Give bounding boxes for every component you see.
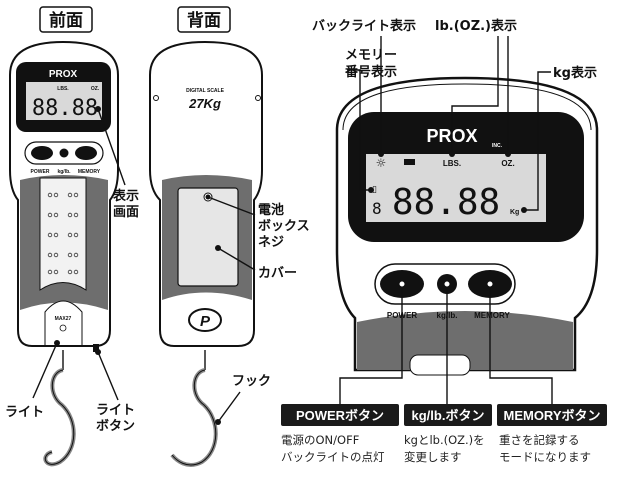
svg-text:バックライトの点灯: バックライトの点灯: [281, 450, 385, 464]
detail-device: PROX INC. ☼ LBS. OZ. ▯ 8 88.88 Kg POWER …: [335, 76, 599, 376]
svg-text:DIGITAL SCALE: DIGITAL SCALE: [186, 88, 225, 94]
svg-text:POWERボタン: POWERボタン: [296, 408, 384, 423]
power-button-info: POWERボタン 電源のON/OFF バックライトの点灯: [281, 404, 399, 464]
memory-button-info: MEMORYボタン 重さを記録する モードになります: [497, 404, 607, 464]
svg-text:メモリー: メモリー: [345, 48, 397, 63]
left-callouts: 表示 画面 電池 ボックス ネジ カバー フック ライト ライト ボタン: [5, 106, 310, 434]
svg-text:モードになります: モードになります: [499, 450, 591, 464]
detail-lcd: [366, 154, 546, 222]
svg-text:前面: 前面: [49, 10, 83, 31]
svg-text:kg/lb.ボタン: kg/lb.ボタン: [412, 408, 485, 423]
detail-callouts: バックライト表示 lb.(OZ.)表示 メモリー 番号表示 kg表示: [312, 18, 597, 213]
svg-text:MAX27: MAX27: [55, 316, 72, 322]
svg-text:OZ.: OZ.: [91, 86, 100, 92]
front-memory-button[interactable]: [75, 146, 97, 160]
svg-text:ライト: ライト: [5, 405, 44, 420]
svg-text:Kg: Kg: [510, 209, 519, 216]
svg-text:バックライト表示: バックライト表示: [312, 18, 416, 34]
battery-cover[interactable]: [177, 187, 239, 287]
back-view-header: 背面: [177, 6, 231, 33]
svg-text:電池: 電池: [258, 202, 284, 218]
svg-text:88.88: 88.88: [392, 182, 500, 223]
front-kglb-button[interactable]: [59, 148, 69, 158]
svg-text:MEMORY: MEMORY: [78, 169, 101, 175]
svg-text:ボックス: ボックス: [258, 218, 310, 234]
svg-text:INC.: INC.: [492, 143, 503, 149]
svg-text:kgとlb.(OZ.)を: kgとlb.(OZ.)を: [404, 433, 485, 447]
back-device: DIGITAL SCALE 27Kg P: [149, 40, 263, 467]
svg-text:番号表示: 番号表示: [344, 64, 397, 80]
backlight-indicator-icon: ☼: [376, 156, 387, 170]
svg-text:OZ.: OZ.: [501, 159, 514, 168]
svg-text:カバー: カバー: [258, 266, 297, 281]
svg-text:ライト: ライト: [96, 403, 135, 418]
kglb-button-info: kg/lb.ボタン kgとlb.(OZ.)を 変更します: [404, 404, 492, 464]
svg-text:kg表示: kg表示: [553, 65, 597, 81]
front-hook: [43, 368, 76, 467]
svg-text:PROX: PROX: [49, 69, 78, 80]
front-power-button[interactable]: [31, 146, 53, 160]
svg-text:kg/lb.: kg/lb.: [57, 169, 71, 175]
svg-text:P: P: [200, 313, 211, 330]
battery-icon: [404, 159, 415, 165]
svg-text:変更します: 変更します: [404, 450, 462, 464]
svg-text:ボタン: ボタン: [96, 418, 135, 434]
svg-text:表示: 表示: [112, 188, 139, 204]
button-leader-lines: [339, 280, 553, 405]
p-logo: [188, 308, 222, 332]
front-grip-dots: [47, 192, 79, 275]
svg-text:重さを記録する: 重さを記録する: [499, 433, 580, 447]
svg-text:MEMORYボタン: MEMORYボタン: [503, 408, 600, 423]
svg-text:lb.(OZ.)表示: lb.(OZ.)表示: [435, 18, 517, 34]
svg-text:ネジ: ネジ: [258, 235, 284, 250]
memory-number: 8: [372, 199, 382, 218]
front-view-header: 前面: [39, 6, 93, 33]
light-button[interactable]: [93, 344, 99, 352]
svg-text:フック: フック: [232, 374, 271, 389]
svg-text:27Kg: 27Kg: [188, 96, 221, 111]
back-hook: [170, 368, 218, 467]
svg-text:88.88: 88.88: [32, 96, 98, 121]
svg-text:POWER: POWER: [31, 169, 50, 175]
memory-indicator-icon: ▯: [372, 185, 377, 195]
svg-text:LBS.: LBS.: [443, 159, 461, 168]
svg-text:LBS.: LBS.: [57, 86, 69, 92]
svg-text:画面: 画面: [113, 205, 139, 220]
front-device: MAX27 PROX LBS. OZ. 88.88 POWER kg/lb. M…: [9, 40, 119, 467]
light-icon: [59, 324, 67, 332]
svg-text:電源のON/OFF: 電源のON/OFF: [281, 433, 359, 447]
svg-text:背面: 背面: [187, 10, 221, 31]
svg-text:MEMORY: MEMORY: [474, 311, 510, 320]
front-lcd: [26, 82, 102, 120]
